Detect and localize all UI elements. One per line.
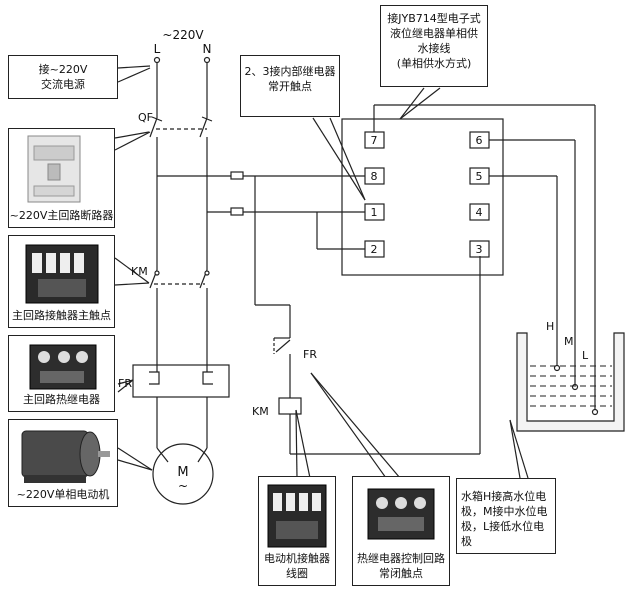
terminal-3: 3 [476, 243, 483, 256]
thermal-nc-caption: 热继电器控制回路 常闭触点 [357, 552, 445, 580]
breaker-picture [27, 135, 81, 203]
thermal-nc-picture [367, 488, 435, 540]
thermal-caption: 主回路热继电器 [23, 393, 100, 406]
controller-callout: 接JYB714型电子式 液位继电器单相供 水接线 (单相供水方式) [380, 5, 488, 87]
motor-photo-box: ~220V单相电动机 [8, 419, 118, 507]
ac-power-callout: 接~220V 交流电源 [8, 55, 118, 99]
terminal-2: 2 [371, 243, 378, 256]
relay-contact-text: 2、3接内部继电器 常开触点 [244, 65, 336, 93]
terminal-6: 6 [476, 134, 483, 147]
terminal-5: 5 [476, 170, 483, 183]
coil-contactor-picture [267, 484, 327, 548]
motor-picture [21, 430, 110, 483]
tank-note-callout: 水箱H接高水位电 极，M接中水位电 极，L接低水位电 极 [456, 478, 556, 554]
line-n-label: N [203, 42, 212, 56]
breaker-caption: ~220V主回路断路器 [9, 209, 114, 222]
motor-tilde-label: ~ [178, 479, 188, 493]
electrode-l-label: L [582, 349, 589, 362]
thermal-photo-box: 主回路热继电器 [8, 335, 115, 412]
motor-caption: ~220V单相电动机 [16, 488, 110, 501]
terminal-1: 1 [371, 206, 378, 219]
thermal-relay-picture [29, 344, 97, 390]
terminal-8: 8 [371, 170, 378, 183]
coil-photo-box: 电动机接触器 线圈 [258, 476, 336, 586]
contactor-photo-box: 主回路接触器主触点 [8, 235, 115, 328]
fr-contact-label: FR [303, 348, 317, 361]
electrode-h-label: H [546, 320, 554, 333]
terminal-7: 7 [371, 134, 378, 147]
contactor-caption: 主回路接触器主触点 [12, 309, 111, 322]
terminal-4: 4 [476, 206, 483, 219]
supply-voltage-label: ~220V [162, 28, 204, 42]
contactor-picture [25, 244, 99, 304]
electrode-m-label: M [564, 335, 574, 348]
km-main-label: KM [131, 265, 148, 278]
coil-caption: 电动机接触器 线圈 [264, 552, 330, 580]
line-l-label: L [154, 42, 161, 56]
km-coil-label: KM [252, 405, 269, 418]
relay-contact-callout: 2、3接内部继电器 常开触点 [240, 55, 340, 117]
tank-note-text: 水箱H接高水位电 极，M接中水位电 极，L接低水位电 极 [461, 490, 548, 548]
breaker-photo-box: ~220V主回路断路器 [8, 128, 115, 228]
controller-text: 接JYB714型电子式 液位继电器单相供 水接线 (单相供水方式) [387, 12, 481, 70]
fr-main-label: FR [118, 377, 132, 390]
ac-power-text: 接~220V 交流电源 [38, 63, 88, 91]
qf-label: QF [138, 111, 153, 124]
motor-m-label: M [177, 465, 188, 480]
thermal-nc-photo-box: 热继电器控制回路 常闭触点 [352, 476, 450, 586]
